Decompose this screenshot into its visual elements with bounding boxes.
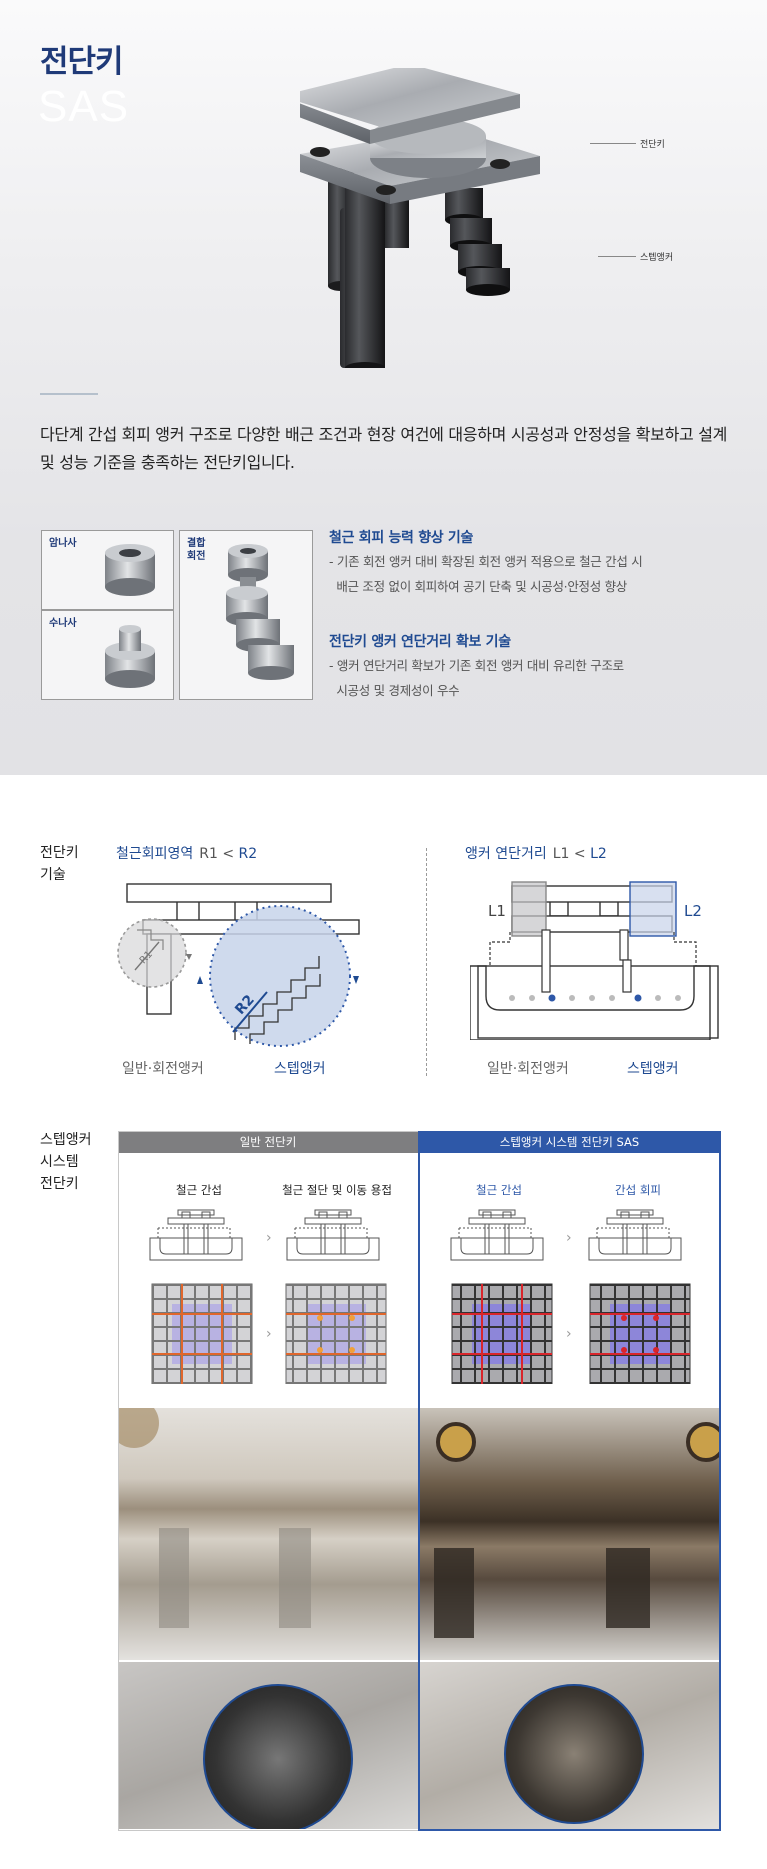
arrow-3: › <box>266 1326 272 1342</box>
feature-1-title: 철근 회피 능력 향상 기술 <box>329 530 474 546</box>
left-cap-step: 스텝앵커 <box>274 1061 326 1077</box>
female-nut-label: 암나사 <box>49 538 77 549</box>
mini-diagrams: › › <box>149 1209 682 1261</box>
formula-r2: R2 <box>238 846 258 862</box>
right-cap-general: 일반·회전앵커 <box>487 1061 569 1077</box>
callout-line-shear-key <box>590 143 636 144</box>
female-nut-icon <box>105 544 155 596</box>
male-nut-label: 수나사 <box>49 618 77 629</box>
formula-l2: L2 <box>590 846 607 862</box>
combined-nut-label: 결합 회전 <box>187 538 206 562</box>
rebar-grids: › › <box>151 1283 691 1384</box>
feature-2-title: 전단키 앵커 연단거리 확보 기술 <box>329 634 511 650</box>
combined-nut-icon <box>226 544 294 680</box>
photo-general-bottom <box>119 1662 418 1829</box>
callout-step-anchor: 스텝앵커 <box>640 253 674 263</box>
intro-text: 다단계 간섭 회피 앵커 구조로 다양한 배근 조건과 현장 여건에 대응하며 … <box>40 425 728 472</box>
title-ko: 전단키 <box>40 44 124 80</box>
photo-general-top <box>119 1408 418 1660</box>
general-step2-label: 철근 절단 및 이동 용접 <box>282 1183 392 1197</box>
formula-l1: L1 < <box>552 846 591 862</box>
left-cap-general: 일반·회전앵커 <box>122 1061 204 1077</box>
shear-key-illustration <box>300 68 540 368</box>
sas-frame <box>418 1131 721 1831</box>
rebar-avoid-label: 철근회피영역 <box>116 846 194 862</box>
general-step1-label: 철근 간섭 <box>176 1183 222 1197</box>
edge-distance-diagram: L1 L2 <box>470 881 719 1040</box>
tech-heading: 전단키 기술 <box>40 845 79 883</box>
edge-distance-formula: L1 < L2 <box>553 846 607 862</box>
edge-distance-title: 앵커 연단거리 L1 < L2 <box>465 843 607 863</box>
feature-2-desc: - 앵커 연단거리 확보가 기존 회전 앵커 대비 유리한 구조로 시공성 및 … <box>329 658 624 698</box>
male-nut-icon <box>105 625 155 688</box>
sas-step1-label: 철근 간섭 <box>476 1183 522 1197</box>
feature-1-desc: - 기존 회전 앵커 대비 확장된 회전 앵커 적용으로 철근 간섭 시 배근 … <box>329 554 643 594</box>
combined-nut-box: 결합 회전 <box>179 530 313 700</box>
rebar-avoid-formula: R1 < R2 <box>199 846 257 862</box>
title-en: SAS <box>38 82 130 131</box>
edge-distance-label: 앵커 연단거리 <box>465 846 547 862</box>
rebar-avoid-title: 철근회피영역 R1 < R2 <box>116 843 257 863</box>
rebar-avoid-diagram: R1 R2 <box>117 883 360 1047</box>
compare-heading: 스텝앵커 시스템 전단키 <box>40 1132 92 1192</box>
callout-line-step-anchor <box>598 256 636 257</box>
female-nut-box: 암나사 <box>41 530 174 610</box>
formula-r1: R1 < <box>199 846 239 862</box>
hero-section: 전단키 SAS <box>0 0 767 775</box>
divider <box>40 393 98 395</box>
photo-sas-top <box>420 1408 719 1660</box>
arrow-2: › <box>566 1230 572 1246</box>
sas-step2-label: 간섭 회피 <box>615 1183 661 1197</box>
l1-label: L1 <box>488 902 506 920</box>
arrow-4: › <box>566 1326 572 1342</box>
sas-header: 스텝앵커 시스템 전단키 SAS <box>418 1131 721 1153</box>
male-nut-box: 수나사 <box>41 610 174 700</box>
general-header: 일반 전단키 <box>118 1131 418 1153</box>
section-divider <box>426 848 427 1076</box>
right-cap-step: 스텝앵커 <box>627 1061 679 1077</box>
arrow-1: › <box>266 1230 272 1246</box>
callout-shear-key: 전단키 <box>640 140 665 150</box>
l2-label: L2 <box>684 902 702 920</box>
photo-sas-bottom <box>420 1662 719 1829</box>
